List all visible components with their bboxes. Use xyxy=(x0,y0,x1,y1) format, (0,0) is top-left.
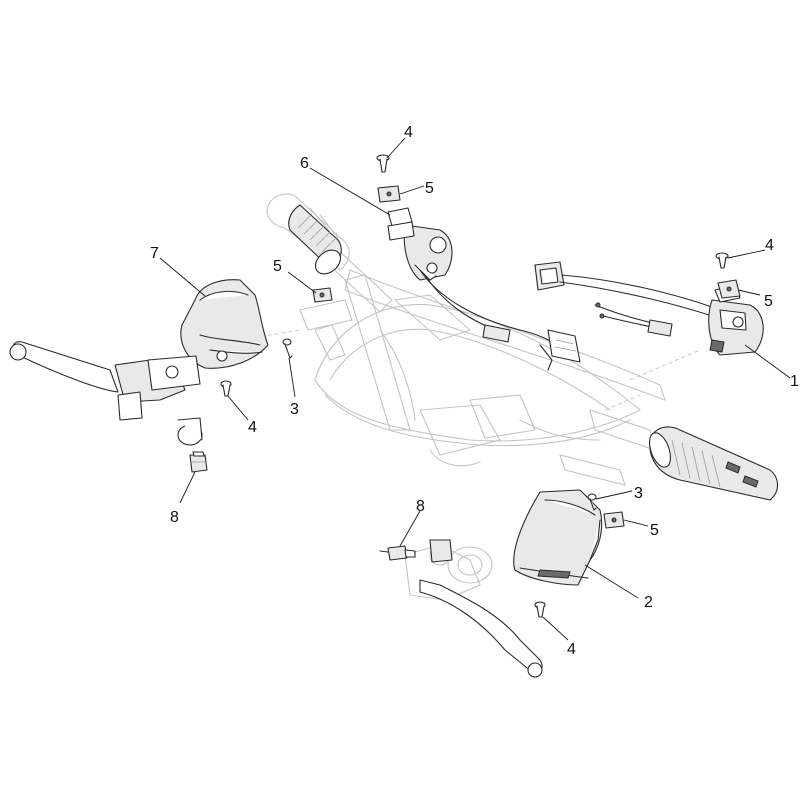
handlebar-frame-ghost xyxy=(239,249,701,486)
leader-c3b xyxy=(595,490,633,500)
callout-2: 2 xyxy=(644,594,653,611)
left-hand-cover xyxy=(180,279,269,369)
leader-lines xyxy=(159,137,791,641)
callout-5: 5 xyxy=(650,522,659,539)
callout-6: 6 xyxy=(300,155,309,172)
callout-5: 5 xyxy=(273,258,282,275)
leader-c4b xyxy=(727,249,766,259)
self-tapping-screw-left xyxy=(282,338,293,359)
callout-8: 8 xyxy=(170,509,179,526)
left-brake-lever xyxy=(9,341,203,446)
callout-5: 5 xyxy=(425,180,434,197)
right-hand-cover xyxy=(513,489,603,586)
leader-c3a xyxy=(288,357,296,398)
clip-nut-right xyxy=(717,279,741,299)
left-grip-ribs xyxy=(297,213,337,253)
callout-4: 4 xyxy=(765,237,774,254)
leader-c1 xyxy=(744,344,791,379)
callout-3: 3 xyxy=(634,485,643,502)
leader-c8a xyxy=(179,471,196,504)
callout-4: 4 xyxy=(567,641,576,658)
stop-switch-left xyxy=(189,451,208,473)
callout-1: 1 xyxy=(790,373,799,390)
screw-top-left xyxy=(376,154,390,173)
right-switch-assembly xyxy=(534,261,764,356)
screw-left-lever xyxy=(220,380,232,397)
leader-c6 xyxy=(309,167,391,216)
clip-nut-left xyxy=(312,287,333,303)
leader-c4c xyxy=(227,395,249,421)
leader-c2 xyxy=(584,564,639,599)
clip-nut-lower-right xyxy=(603,511,625,529)
screw-top-right xyxy=(715,252,729,269)
screw-bottom xyxy=(534,601,546,618)
callout-numbers: 1 2 3 3 4 4 4 4 5 5 5 5 6 7 8 8 xyxy=(150,124,799,658)
leader-c5b xyxy=(287,271,317,294)
left-switch-assembly xyxy=(387,207,581,371)
callout-5: 5 xyxy=(764,293,773,310)
callout-8: 8 xyxy=(416,498,425,515)
leader-c4a xyxy=(386,137,406,159)
leader-c8b xyxy=(399,510,421,547)
callout-4: 4 xyxy=(404,124,413,141)
self-tapping-screw-right xyxy=(587,493,597,511)
callout-3: 3 xyxy=(290,401,299,418)
leader-c4d xyxy=(542,616,569,641)
clip-nut-top xyxy=(377,185,401,203)
callout-7: 7 xyxy=(150,245,159,262)
left-grip xyxy=(288,204,342,275)
leader-c5d xyxy=(623,519,649,527)
leader-c7 xyxy=(159,257,206,297)
leader-c5a xyxy=(399,185,425,195)
right-brake-lever xyxy=(404,539,543,678)
leader-c5c xyxy=(737,289,761,296)
right-grip xyxy=(648,426,779,501)
right-grip-ribs xyxy=(671,439,721,488)
callout-4: 4 xyxy=(248,419,257,436)
stop-switch-right xyxy=(379,545,416,561)
